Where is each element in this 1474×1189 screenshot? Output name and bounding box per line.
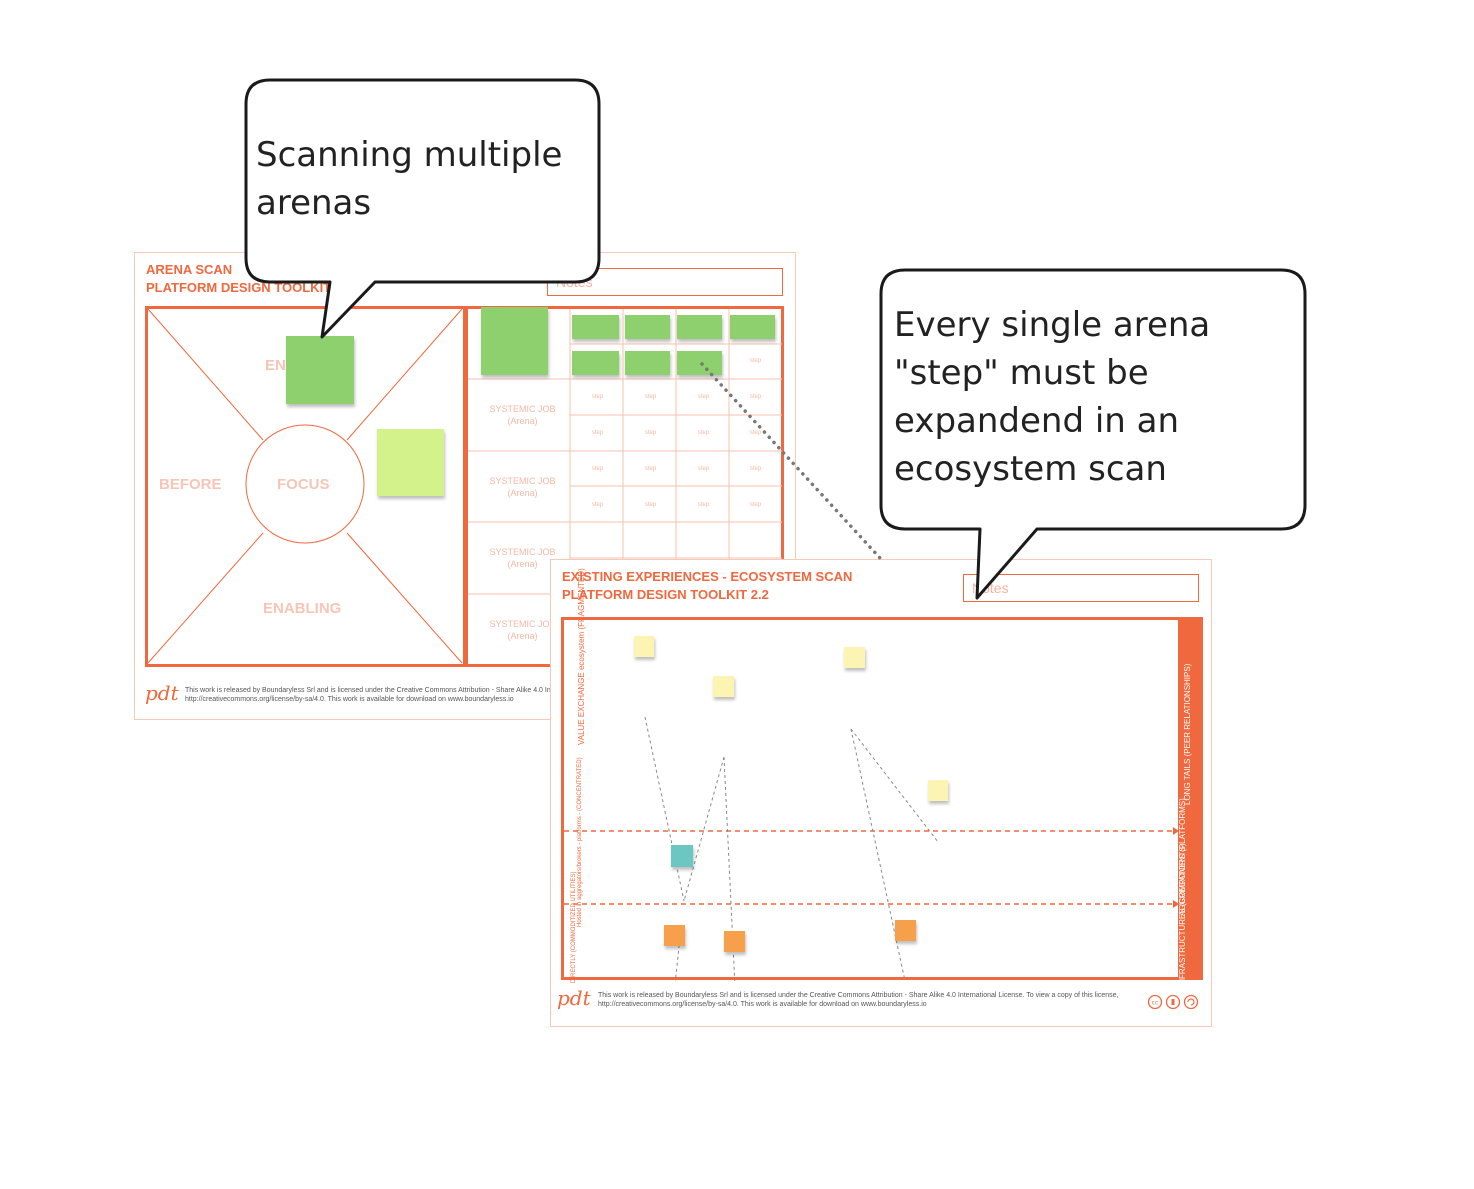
row-label-3: SYSTEMIC JOB (Arena) [489,547,556,569]
ecosystem-title-line2: PLATFORM DESIGN TOOLKIT 2.2 [562,587,769,602]
step-cell: step [591,466,604,472]
ecosystem-title-line1: EXISTING EXPERIENCES - ECOSYSTEM SCAN [562,569,853,584]
svg-text:cc: cc [1152,1000,1159,1007]
arena-title-line1: ARENA SCAN [146,262,233,277]
sticky-note-green[interactable] [481,307,548,375]
sticky-note-step[interactable] [730,315,775,339]
sticky-note-green[interactable] [286,336,354,404]
arena-quadrant-diagram [145,306,466,667]
creative-commons-icon: cc [1147,994,1199,1010]
quadrant-label-before: BEFORE [159,476,222,493]
row-label-4: SYSTEMIC JOB (Arena) [489,619,556,641]
callout-left-line1: Scanning multiple [256,135,563,175]
sticky-note-orange[interactable] [724,931,745,952]
sticky-note-orange[interactable] [895,920,916,941]
ecosystem-footer-line1: This work is released by Boundaryless Sr… [598,992,1118,999]
sticky-note-yellow[interactable] [634,636,654,657]
sticky-note-step[interactable] [572,351,619,375]
arena-title: ARENA SCAN PLATFORM DESIGN TOOLKIT 2.2 [146,261,353,297]
step-cell: step [644,502,657,508]
sticky-note-step[interactable] [625,315,670,339]
step-cell: step [644,430,657,436]
ecosystem-title: EXISTING EXPERIENCES - ECOSYSTEM SCAN PL… [562,568,852,604]
pdt-logo: pdt [145,681,179,705]
step-cell: step [644,394,657,400]
sticky-note-lime[interactable] [377,429,444,496]
quadrant-label-focus: FOCUS [277,476,330,493]
callout-right-line3: expandend in an [894,401,1180,441]
callout-right-line4: ecosystem scan [894,449,1167,489]
step-cell: step [591,502,604,508]
pdt-logo: pdt [557,986,591,1010]
arena-title-line2: PLATFORM DESIGN TOOLKIT 2.2 [146,280,353,295]
step-cell: step [591,394,604,400]
sticky-note-step[interactable] [677,315,722,339]
callout-text-right: Every single arena "step" must be expand… [894,301,1210,493]
ecosystem-footer-line2: http://creativecommons.org/license/by-sa… [598,1001,927,1008]
arena-footer-line1: This work is released by Boundaryless Sr… [185,687,565,694]
callout-right-line2: "step" must be [894,353,1149,393]
step-cell: step [749,358,762,364]
row-label-1: SYSTEMIC JOB (Arena) [489,404,556,426]
sticky-note-teal[interactable] [671,845,693,867]
sticky-note-step[interactable] [572,315,619,339]
callout-bubble-right [879,268,1307,600]
callout-bubble-left [244,78,601,339]
ecosystem-scan-canvas[interactable]: EXISTING EXPERIENCES - ECOSYSTEM SCAN PL… [550,559,1212,1027]
callout-left-line2: arenas [256,183,372,223]
step-cell: step [591,430,604,436]
step-cell: step [644,466,657,472]
sticky-note-step[interactable] [625,351,670,375]
sticky-note-yellow[interactable] [713,676,734,697]
sticky-note-orange[interactable] [664,925,685,946]
ecosystem-footer-license: This work is released by Boundaryless Sr… [598,991,1118,1009]
callout-text-left: Scanning multiple arenas [256,131,562,227]
arena-footer-license: This work is released by Boundaryless Sr… [185,686,565,704]
arena-footer-line2: http://creativecommons.org/license/by-sa… [185,696,514,703]
ecosystem-scan-diagram [561,617,1203,981]
quadrant-label-enabling: ENABLING [263,600,342,617]
row-label-2: SYSTEMIC JOB (Arena) [489,476,556,498]
sticky-note-yellow[interactable] [928,780,948,801]
sticky-note-yellow[interactable] [844,647,865,668]
callout-right-line1: Every single arena [894,305,1211,345]
